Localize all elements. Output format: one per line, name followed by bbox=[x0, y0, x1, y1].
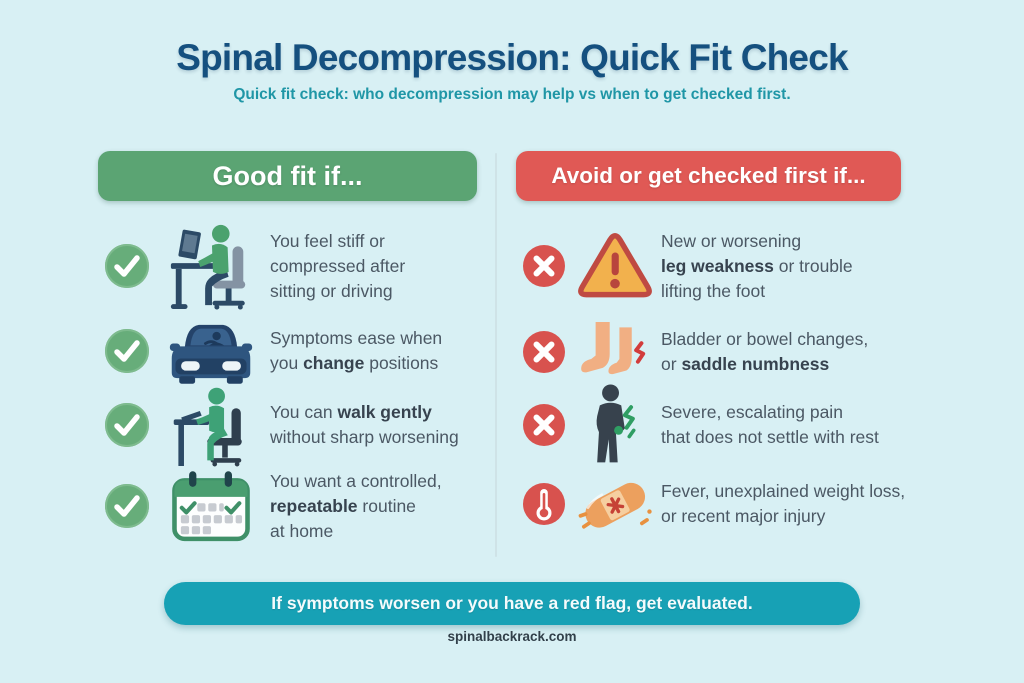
person-pain-icon bbox=[578, 384, 652, 466]
cross-icon bbox=[522, 330, 566, 374]
item-text: Severe, escalating pain that does not se… bbox=[661, 402, 879, 447]
item-text: Symptoms ease when you change positions bbox=[270, 328, 443, 373]
list-item: New or worsening leg weakness or trouble… bbox=[522, 223, 992, 309]
good-fit-header: Good fit if... bbox=[98, 151, 477, 201]
person-seated-icon bbox=[164, 382, 258, 468]
person-at-desk-icon bbox=[164, 221, 258, 311]
website-text: spinalbackrack.com bbox=[447, 629, 577, 644]
item-text: You can walk gently without sharp worsen… bbox=[270, 402, 459, 447]
cross-icon bbox=[522, 403, 566, 447]
cross-icon bbox=[522, 244, 566, 288]
list-item: Symptoms ease when you change positions bbox=[104, 308, 500, 394]
avoid-header: Avoid or get checked first if... bbox=[516, 151, 901, 201]
warning-triangle-icon bbox=[578, 229, 652, 303]
column-divider bbox=[495, 153, 497, 557]
item-text: Bladder or bowel changes, or saddle numb… bbox=[661, 329, 869, 374]
car-icon bbox=[164, 318, 258, 384]
list-item: You can walk gently without sharp worsen… bbox=[104, 382, 500, 468]
list-item: Bladder or bowel changes, or saddle numb… bbox=[522, 309, 992, 395]
item-text: Fever, unexplained weight loss, or recen… bbox=[661, 481, 906, 526]
list-item: You feel stiff or compressed after sitti… bbox=[104, 221, 500, 311]
calendar-icon bbox=[164, 469, 258, 543]
item-text: You feel stiff or compressed after sitti… bbox=[270, 230, 406, 301]
bandage-icon bbox=[578, 471, 652, 537]
check-icon bbox=[104, 402, 150, 448]
check-icon bbox=[104, 328, 150, 374]
page-subtitle: Quick fit check: who decompression may h… bbox=[233, 86, 791, 103]
list-item: Severe, escalating pain that does not se… bbox=[522, 382, 992, 468]
page-title: Spinal Decompression: Quick Fit Check bbox=[176, 37, 848, 78]
item-text: New or worsening leg weakness or trouble… bbox=[661, 230, 853, 301]
check-icon bbox=[104, 243, 150, 289]
red-flag-banner: If symptoms worsen or you have a red fla… bbox=[164, 582, 860, 625]
list-item: Fever, unexplained weight loss, or recen… bbox=[522, 461, 992, 547]
check-icon bbox=[104, 483, 150, 529]
thermometer-icon bbox=[522, 482, 566, 526]
list-item: You want a controlled, repeatable routin… bbox=[104, 463, 500, 549]
feet-icon bbox=[578, 320, 652, 384]
item-text: You want a controlled, repeatable routin… bbox=[270, 470, 442, 541]
